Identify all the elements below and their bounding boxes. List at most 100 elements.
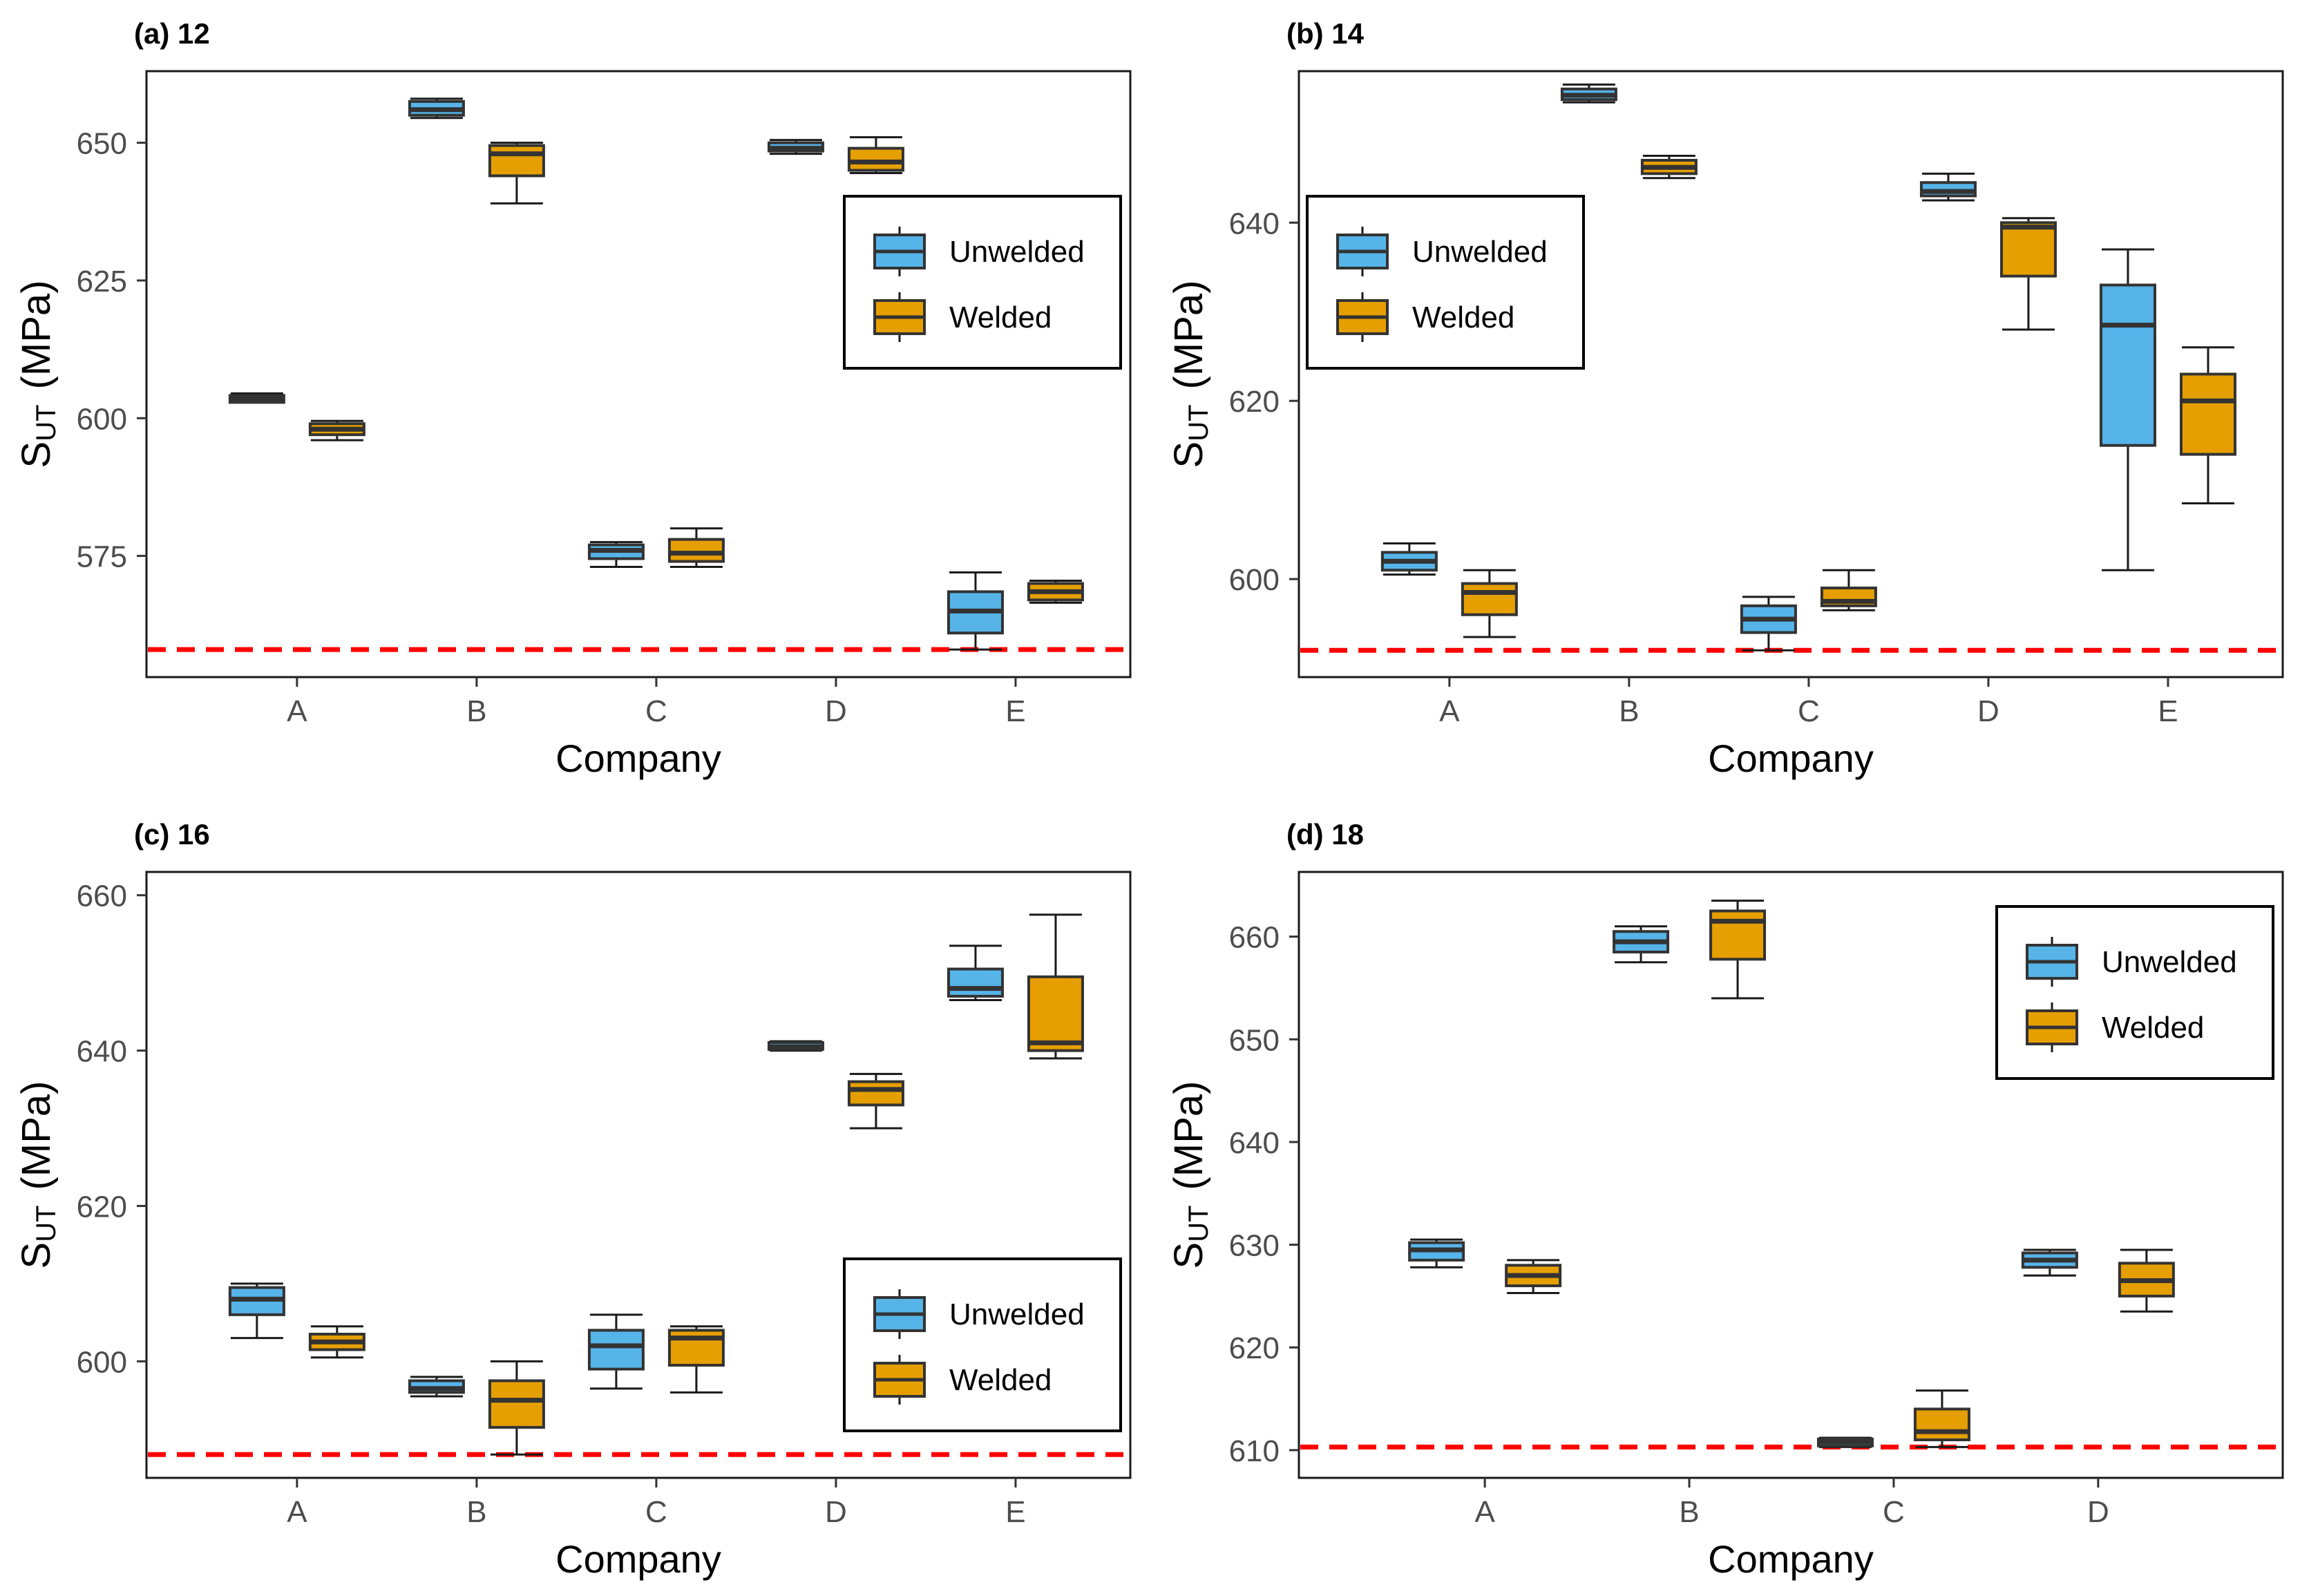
box-unwelded-D: [2021, 1248, 2078, 1277]
box-unwelded-B: [408, 97, 465, 120]
box-unwelded-C: [1740, 596, 1797, 652]
legend-frame: [1995, 905, 2274, 1080]
box-welded-C: [667, 527, 725, 569]
box-unwelded-E: [947, 571, 1004, 651]
x-axis-title: Company: [1708, 737, 1874, 780]
box-unwelded-C: [587, 1313, 645, 1390]
y-axis-symbol: S: [1166, 1242, 1211, 1269]
legend-label: Welded: [2102, 1011, 2204, 1045]
legend-key-welded: Welded: [873, 292, 1052, 342]
box-unwelded-D: [767, 1040, 824, 1052]
legend-label: Unwelded: [1412, 235, 1548, 269]
box-unwelded-B: [408, 1376, 465, 1398]
y-axis-symbol: S: [1166, 441, 1211, 468]
box-iqr: [667, 1329, 725, 1367]
y-tick-label: 640: [1229, 1126, 1280, 1160]
box-welded-B: [488, 1360, 545, 1456]
legend-key-unwelded: Unwelded: [1336, 227, 1548, 276]
y-axis-title: SUT(MPa): [1166, 281, 1214, 468]
box-iqr: [667, 538, 725, 563]
y-axis-title: SUT (MPa): [1166, 1081, 1214, 1269]
x-tick-label: D: [825, 694, 847, 728]
box-welded-D: [1999, 217, 2057, 331]
box-iqr: [2099, 283, 2156, 447]
y-axis-symbol: S: [14, 1242, 59, 1269]
box-iqr: [847, 1080, 904, 1107]
y-axis-subscript: UT: [1184, 404, 1214, 441]
box-unwelded-B: [1560, 83, 1617, 104]
y-tick-label: 610: [1229, 1434, 1280, 1468]
box-unwelded-B: [1613, 925, 1670, 964]
x-tick-label: B: [466, 1495, 486, 1529]
box-iqr: [847, 146, 904, 172]
y-tick-label: 600: [1229, 563, 1280, 597]
box-unwelded-D: [1919, 172, 1977, 202]
legend-frame: [843, 1257, 1122, 1432]
y-axis-subscript: UT: [1184, 1205, 1214, 1242]
y-tick-label: 625: [77, 265, 127, 298]
legend-label: Unwelded: [949, 235, 1085, 269]
y-axis-subscript: UT: [31, 1205, 61, 1242]
y-axis-unit: (MPa): [14, 281, 59, 390]
x-tick-label: E: [2158, 694, 2178, 728]
y-tick-label: 620: [77, 1190, 127, 1224]
x-tick-label: A: [1474, 1495, 1495, 1529]
box-unwelded-E: [947, 944, 1004, 1002]
legend-key-welded: Welded: [873, 1355, 1052, 1405]
box-iqr: [1913, 1407, 1970, 1442]
legend-key-welded: Welded: [1336, 292, 1514, 342]
plot-frame: [145, 871, 1132, 1479]
y-tick-label: 600: [77, 402, 127, 436]
y-tick-label: 630: [1229, 1229, 1280, 1263]
box-iqr: [1461, 582, 1518, 616]
legend-label: Welded: [1412, 301, 1514, 334]
y-axis-title: SUT(MPa): [14, 281, 61, 468]
box-unwelded-A: [228, 392, 285, 404]
x-tick-label: C: [645, 694, 667, 728]
box-welded-D: [847, 1072, 904, 1130]
panel-title: (d) 18: [1286, 818, 1364, 851]
legend-key-welded: Welded: [2026, 1003, 2204, 1052]
y-tick-label: 660: [1229, 921, 1280, 955]
box-iqr: [488, 1379, 545, 1429]
box-welded-D: [847, 136, 904, 174]
box-welded-A: [1505, 1259, 1562, 1294]
x-axis-title: Company: [555, 737, 721, 780]
x-axis-title: Company: [555, 1537, 721, 1581]
y-tick-label: 650: [1229, 1023, 1280, 1057]
box-welded-A: [1461, 569, 1518, 638]
panel-title: (b) 14: [1286, 17, 1365, 50]
box-welded-A: [308, 1325, 365, 1359]
box-iqr: [1999, 221, 2057, 278]
y-axis-unit: (MPa): [14, 1081, 59, 1190]
box-iqr: [488, 144, 545, 178]
box-welded-E: [2179, 346, 2236, 505]
x-tick-label: B: [1619, 694, 1639, 728]
x-tick-label: A: [287, 694, 307, 728]
box-iqr: [1027, 975, 1084, 1052]
legend-key-unwelded: Unwelded: [873, 1289, 1085, 1339]
y-tick-label: 650: [77, 127, 127, 161]
panel-title: (a) 12: [134, 17, 210, 50]
legend-key-unwelded: Unwelded: [2026, 937, 2237, 987]
y-axis-symbol: S: [14, 441, 59, 468]
legend-label: Unwelded: [2102, 945, 2237, 979]
box-welded-B: [1709, 900, 1767, 1000]
y-tick-label: 600: [77, 1345, 127, 1379]
box-unwelded-A: [228, 1282, 285, 1340]
x-tick-label: C: [645, 1495, 667, 1529]
x-tick-label: B: [466, 694, 486, 728]
y-axis-unit: (MPa): [1166, 1081, 1211, 1190]
y-tick-label: 640: [1229, 207, 1280, 240]
box-welded-D: [2118, 1248, 2175, 1313]
box-unwelded-C: [587, 541, 645, 569]
y-axis-title: SUT (MPa): [14, 1081, 61, 1269]
y-tick-label: 575: [77, 540, 127, 574]
panel-title: (c) 16: [134, 818, 210, 851]
